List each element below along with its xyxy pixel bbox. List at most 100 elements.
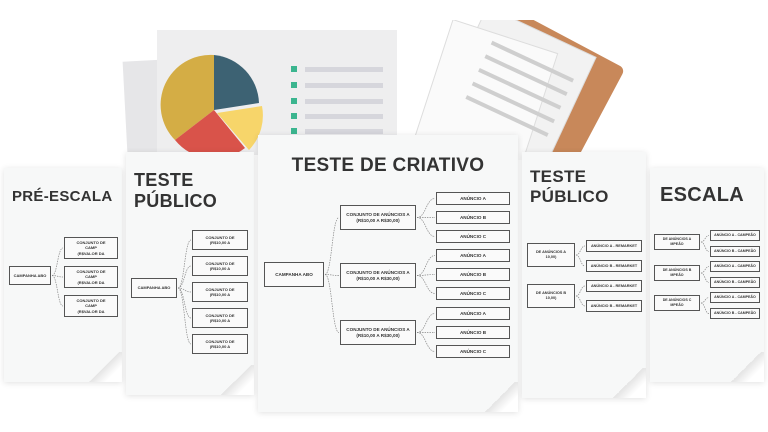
campaign-node: CAMPANHA ABO (131, 278, 177, 298)
ad-node: ANÚNCIO A (436, 249, 510, 262)
node-label: ANÚNCIO A (460, 195, 486, 201)
connector (177, 287, 192, 345)
node-label: ANÚNCIO A - CAMPEÃO (714, 295, 756, 300)
node-label: ANÚNCIO B (459, 329, 487, 335)
node-label: ANÚNCIO A - CAMPEÃO (714, 233, 756, 238)
node-label: (R$10,00 A (209, 266, 231, 271)
ad-node: ANÚNCIO A - CAMPEÃO (710, 261, 760, 272)
report-document (157, 30, 397, 159)
connector (416, 274, 436, 276)
page-title: PRÉ-ESCALA (12, 188, 113, 205)
page-title: TESTE DE CRIATIVO (291, 155, 485, 176)
node-label: (R$VALOR DA (77, 279, 105, 285)
ad-node: ANÚNCIO A - REMARKET (586, 280, 642, 292)
node-label: ANÚNCIO B - CAMPEÃO (714, 311, 756, 316)
node-label: CONJUNTO DE (205, 338, 235, 344)
node-label: ANÚNCIO B (459, 271, 487, 277)
ad-node: ANÚNCIO A (436, 307, 510, 320)
connector (700, 297, 710, 304)
node-label: ANÚNCIO A - REMARKET (590, 243, 638, 248)
ad-node: ANÚNCIO C (436, 345, 510, 358)
node-label: 10,00) (545, 255, 557, 259)
ad-node: ANÚNCIO B - CAMPEÃO (710, 277, 760, 288)
node-label: (R$10,00 A (209, 240, 231, 245)
connector-lines (700, 235, 710, 314)
node-label: ANÚNCIO B - CAMPEÃO (714, 249, 756, 254)
connector (700, 266, 710, 274)
node-label: CONJUNTO DE (205, 260, 235, 266)
node-label: ANÚNCIO B - REMARKET (590, 303, 638, 308)
ad-node: ANÚNCIO C (436, 230, 510, 243)
connector (51, 247, 64, 276)
ad-node: ANÚNCIO A (436, 192, 510, 205)
page-title: TESTE PÚBLICO (530, 167, 609, 206)
page-curl (482, 382, 518, 412)
node-label: ANÚNCIO C (459, 290, 487, 296)
node-label: CAMP (85, 303, 97, 309)
node-label: CONJUNTO DE (76, 269, 106, 275)
node-label: ANÚNCIO B - REMARKET (590, 263, 638, 268)
node-label: CONJUNTO DE (205, 286, 235, 292)
node-label: (R$VALOR DA (77, 250, 105, 256)
node-label: ANÚNCIO B (459, 214, 487, 220)
connector (416, 275, 436, 294)
connector-lines (575, 245, 586, 307)
node-label: CAMPANHA ABO (137, 285, 171, 291)
connector (324, 274, 340, 276)
node-label: (R$10,00 A (209, 344, 231, 349)
node-label: ANÚNCIO A - REMARKET (590, 283, 638, 288)
node-label: ANÚNCIO B - CAMPEÃO (714, 280, 756, 285)
connector (575, 285, 586, 297)
page-title: TESTE PÚBLICO (134, 170, 218, 211)
connector (700, 272, 710, 283)
page-curl (610, 368, 646, 398)
ad-node: ANÚNCIO B (436, 268, 510, 281)
campaign-node: CAMPANHA ABO (9, 266, 51, 285)
connector (700, 302, 710, 314)
node-label: DE ANÚNCIOS A (535, 250, 567, 255)
node-label: (R$10,00 A (209, 318, 231, 323)
ad-set-node: CONJUNTO DE(R$10,00 A (192, 282, 248, 302)
node-label: DE ANÚNCIOS A (662, 237, 692, 242)
node-label: CONJUNTO DE (76, 298, 106, 304)
node-label: CONJUNTO DE (76, 240, 106, 246)
node-label: CONJUNTO DE (205, 234, 235, 240)
node-label: DE ANÚNCIOS B (662, 268, 692, 273)
ad-node: ANÚNCIO B - CAMPEÃO (710, 308, 760, 319)
node-label: CAMPANHA ABO (275, 271, 313, 277)
node-label: CONJUNTO DE ANÚNCIOS A (346, 326, 410, 332)
connector (416, 198, 436, 218)
node-label: (R$10,00 A R$30,00) (356, 275, 400, 281)
connector (51, 275, 64, 278)
page-curl (218, 365, 254, 395)
node-label: (R$10,00 A (209, 292, 231, 297)
ad-node: ANÚNCIO A - CAMPEÃO (710, 230, 760, 241)
connector-lines (51, 247, 64, 307)
node-label: CAMP (85, 245, 97, 251)
connector (416, 313, 436, 333)
node-label: (R$10,00 A R$30,00) (356, 332, 400, 338)
node-label: 10,00) (545, 296, 557, 300)
ad-set-node: CONJUNTO DE(R$10,00 A (192, 308, 248, 328)
ad-node: ANÚNCIO C (436, 287, 510, 300)
ad-set-node: CONJUNTO DE ANÚNCIOS A(R$10,00 A R$30,00… (340, 320, 416, 345)
node-label: MPEÃO (670, 303, 684, 307)
node-label: ANÚNCIO A (460, 310, 486, 316)
node-label: DE ANÚNCIOS B (535, 291, 567, 296)
ad-set-node: CONJUNTO DE ANÚNCIOS A(R$10,00 A R$30,00… (340, 205, 416, 230)
node-label: ANÚNCIO A - CAMPEÃO (714, 264, 756, 269)
node-label: (R$10,00 A R$30,00) (356, 217, 400, 223)
ad-node: ANÚNCIO B - REMARKET (586, 300, 642, 312)
ad-set-node: CONJUNTO DE(R$10,00 A (192, 334, 248, 354)
ad-node: ANÚNCIO B (436, 211, 510, 224)
ad-node: ANÚNCIO A - CAMPEÃO (710, 292, 760, 303)
